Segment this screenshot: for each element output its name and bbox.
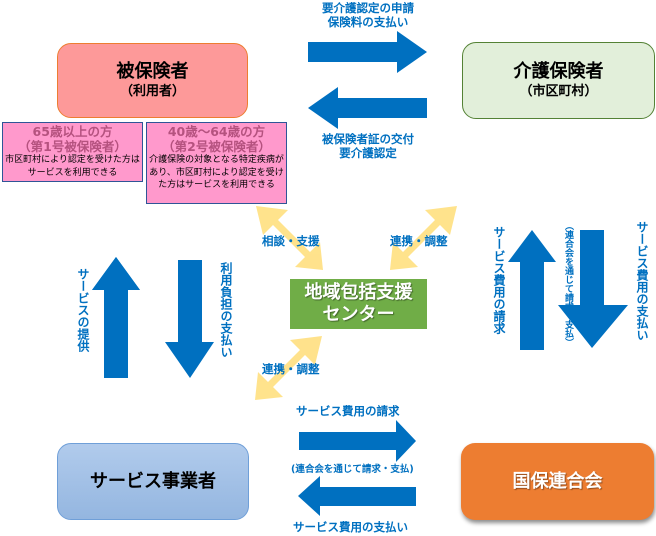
service-provider-title: サービス事業者 <box>90 470 216 492</box>
flow-bottom-note-label: (連合会を通じて請求・支払) <box>291 464 414 475</box>
insured-subtitle: （利用者） <box>119 84 185 99</box>
flow-application-line1: 要介護認定の申請 <box>322 1 414 15</box>
flow-fee-payment-label: サービス費用の支払い <box>635 221 649 341</box>
insured-type-2-description: 介護保険の対象となる特定疾病があり、市区町村により認定を受けた方はサービスを利用… <box>149 155 284 190</box>
insured-type-1-description: 市区町村により認定を受けた方はサービスを利用できる <box>5 155 140 178</box>
insured-box: 被保険者 （利用者） <box>57 43 248 118</box>
arrow-down-fee-payment <box>558 230 628 348</box>
flow-bottom-claim-label: サービス費用の請求 <box>296 404 400 418</box>
kokuho-title: 国保連合会 <box>512 470 603 492</box>
insurer-box: 介護保険者 （市区町村） <box>462 42 655 119</box>
flow-bottom-payment-label: サービス費用の支払い <box>293 520 408 534</box>
arrow-left-certificate <box>308 87 427 129</box>
arrow-right-application <box>308 31 427 73</box>
kokuho-box: 国保連合会 <box>461 443 654 520</box>
support-center-box: 地域包括支援 センター <box>290 279 427 329</box>
support-center-line2: センター <box>322 304 395 325</box>
yellow-arrow-center-insurer <box>390 206 457 270</box>
yellow-arrow-center-provider <box>255 336 322 400</box>
flow-coordination-provider-label: 連携・調整 <box>262 362 320 376</box>
flow-fee-claim-label: サービス費用の請求 <box>492 226 506 334</box>
arrow-up-claim <box>508 230 556 350</box>
insured-type-2: 40歳～64歳の方 （第2号被保険者） 介護保険の対象となる特定疾病があり、市区… <box>146 122 287 204</box>
service-provider-box: サービス事業者 <box>57 443 249 520</box>
insured-type-1-heading: 65歳以上の方 <box>32 124 113 139</box>
flow-application-label: 要介護認定の申請 保険料の支払い <box>308 1 428 29</box>
insured-type-2-category: （第2号被保険者） <box>162 139 271 154</box>
insured-type-1: 65歳以上の方 （第1号被保険者） 市区町村により認定を受けた方はサービスを利用… <box>2 122 143 182</box>
insurer-title: 介護保険者 <box>513 61 604 82</box>
arrow-right-bottom-claim <box>299 420 416 462</box>
arrow-down-payment <box>165 260 214 378</box>
support-center-line1: 地域包括支援 <box>304 282 413 303</box>
flow-insurer-note-label: （連合会を通じて請求・支払） <box>563 221 573 347</box>
flow-certificate-label: 被保険者証の交付 要介護認定 <box>308 132 428 160</box>
flow-user-payment-label: 利用負担の支払い <box>219 262 233 358</box>
yellow-arrow-center-insured <box>256 206 323 270</box>
flow-certificate-line1: 被保険者証の交付 <box>322 132 414 146</box>
insured-type-1-category: （第1号被保険者） <box>18 139 127 154</box>
flow-coordination-insurer-label: 連携・調整 <box>390 234 448 248</box>
flow-certificate-line2: 要介護認定 <box>339 146 397 160</box>
flow-consultation-label: 相談・支援 <box>262 234 320 248</box>
insured-type-2-heading: 40歳～64歳の方 <box>167 124 266 139</box>
insurer-subtitle: （市区町村） <box>519 84 598 99</box>
arrow-left-bottom-payment <box>298 476 416 516</box>
flow-application-line2: 保険料の支払い <box>327 15 409 29</box>
flow-service-provision-label: サービスの提供 <box>76 268 90 352</box>
insured-title: 被保険者 <box>116 61 189 82</box>
